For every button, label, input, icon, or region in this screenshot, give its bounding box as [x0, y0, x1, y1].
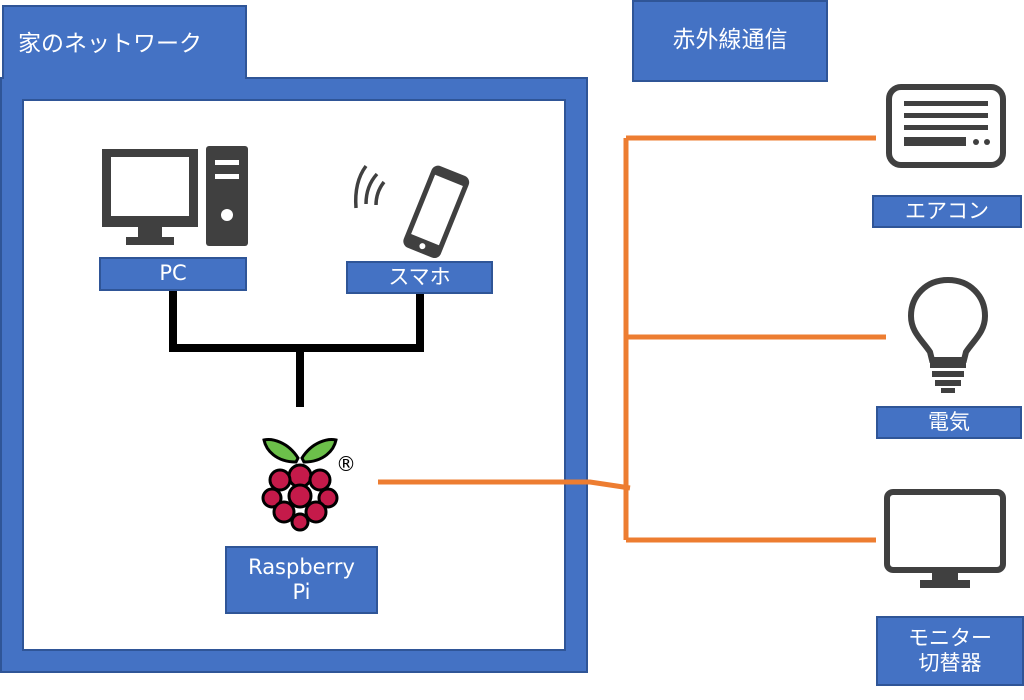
- light-label: 電気: [876, 406, 1022, 439]
- wired-network-lines: [169, 286, 424, 407]
- monitor-icon: [884, 489, 1006, 588]
- desktop-pc-icon: [102, 146, 248, 246]
- registered-mark: ®: [336, 452, 356, 476]
- pc-label: PC: [99, 257, 247, 291]
- light-bulb-icon: [907, 276, 989, 393]
- aircon-label: エアコン: [872, 195, 1022, 228]
- air-conditioner-icon: [886, 84, 1006, 168]
- raspberry-pi-logo-icon: [261, 438, 339, 532]
- smartphone-wire: [296, 288, 424, 352]
- raspberry-pi-label: Raspberry Pi: [225, 546, 378, 614]
- pc-wire: [169, 286, 304, 352]
- infrared-title: 赤外線通信: [632, 0, 828, 82]
- home-network-title: 家のネットワーク: [2, 5, 247, 79]
- home-network-inner-border: [22, 99, 566, 651]
- infrared-lines: [378, 135, 886, 543]
- ir-pi-link: [378, 479, 631, 491]
- monitor-switch-label: モニター 切替器: [876, 616, 1024, 686]
- smartphone-icon: [353, 164, 470, 258]
- smartphone-label: スマホ: [346, 261, 493, 294]
